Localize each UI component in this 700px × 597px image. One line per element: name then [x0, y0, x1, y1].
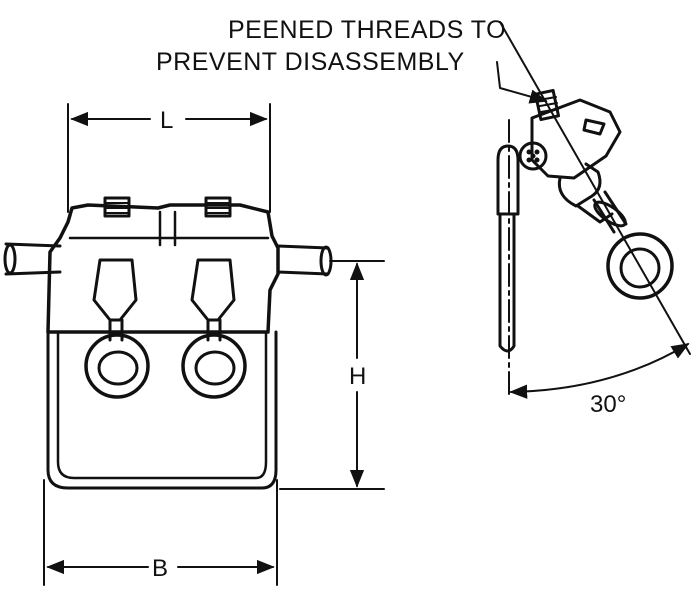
angle-reference-line	[499, 21, 691, 355]
dimension-angle: 30°	[590, 391, 626, 418]
strap-inner	[56, 330, 268, 480]
angle-arc	[509, 343, 690, 399]
peened-thread-lines	[538, 96, 559, 113]
eyebolt-left-head	[92, 258, 138, 322]
side-view: 30°	[496, 21, 691, 418]
front-view: L H B	[3, 103, 385, 586]
side-latch	[557, 162, 602, 208]
side-washer	[593, 200, 627, 228]
eyebolt-right-ring-outer	[181, 333, 247, 399]
side-rod	[498, 212, 516, 353]
side-rod-cap	[496, 144, 520, 216]
strap-outer	[46, 330, 278, 490]
stud-left-threads	[104, 202, 130, 214]
eyebolt-left-ring-outer	[84, 333, 150, 399]
callout-leader	[496, 61, 548, 104]
eyebolt-right-ring-inner	[194, 350, 236, 386]
dimension-b: B	[152, 555, 168, 582]
side-eye-ring-outer	[606, 232, 674, 300]
side-clamp-slot	[582, 118, 606, 136]
side-clamp-head	[530, 98, 622, 180]
callout-line-2: PREVENT DISASSEMBLY	[156, 48, 465, 76]
dimension-l: L	[160, 107, 173, 134]
eyebolt-left-ring-inner	[97, 350, 139, 386]
dimension-h: H	[349, 363, 366, 390]
side-latch-lip	[576, 204, 614, 224]
clamp-body	[46, 203, 280, 334]
clamp-body-detail	[68, 210, 270, 247]
cable-right	[276, 244, 330, 276]
cable-end-left	[3, 243, 17, 275]
side-eye-ring-inner	[619, 247, 661, 289]
eyebolt-right-head	[190, 258, 236, 322]
stud-right-threads	[205, 202, 231, 214]
side-cable-section	[518, 141, 548, 171]
callout-line-1: PEENED THREADS TO	[228, 16, 506, 44]
